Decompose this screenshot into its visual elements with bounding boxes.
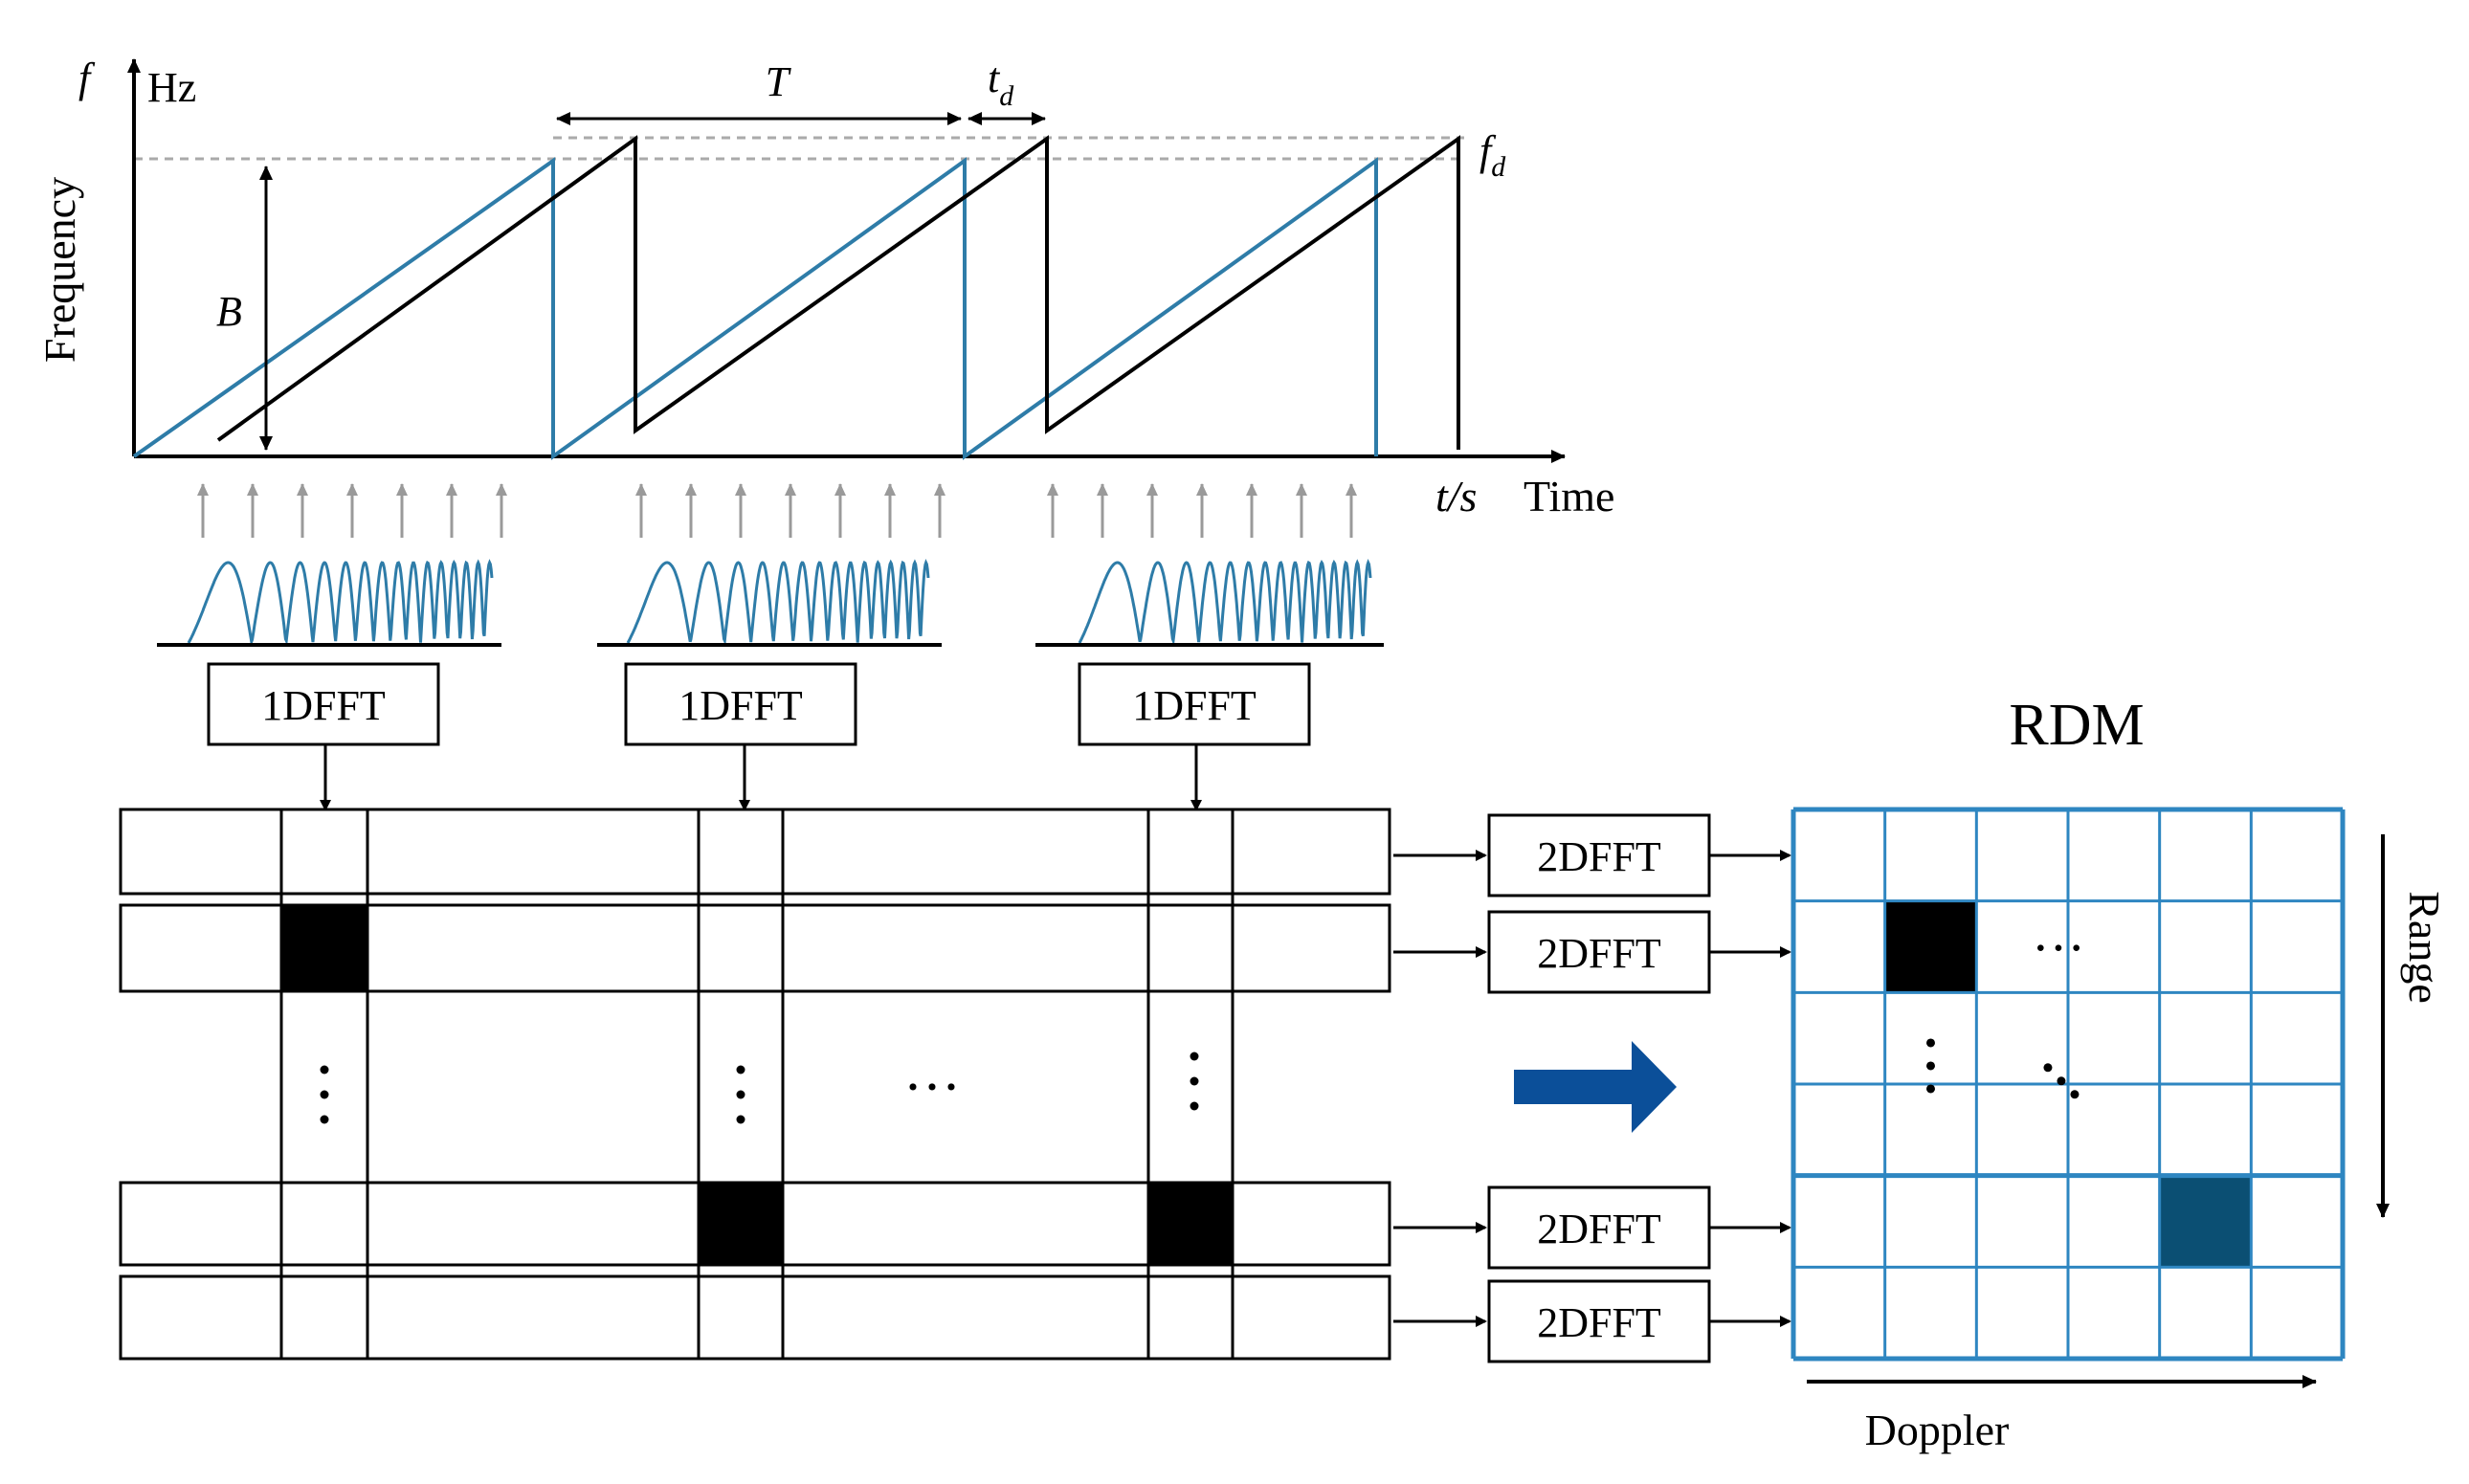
ellipsis-dot xyxy=(736,1115,745,1124)
transmit-chirp-signal xyxy=(132,157,1378,460)
rdm-ellipsis-v-dot xyxy=(1926,1038,1935,1048)
ellipsis-dot xyxy=(736,1065,745,1074)
fft2-box-1 xyxy=(1487,813,1711,897)
time-unit-label: t/s xyxy=(1435,472,1477,521)
beat-signal-3 xyxy=(1078,558,1372,647)
target-cell xyxy=(1148,1183,1233,1265)
range-axis-label: Range xyxy=(2400,891,2449,1004)
beat-signal-1 xyxy=(187,559,494,648)
fft2-box-4 xyxy=(1487,1279,1711,1363)
rdm-target-cell xyxy=(1884,900,1977,993)
matrix-ellipsis: ··· xyxy=(903,1055,961,1119)
sampling-group: 1DFFT 1DFFT 1DFFT xyxy=(157,483,1384,811)
rdm-title: RDM xyxy=(2009,693,2144,758)
fft2-label: 2DFFT xyxy=(1537,1206,1661,1252)
fft2-label: 2DFFT xyxy=(1537,1299,1661,1346)
x-axis-title: Time xyxy=(1524,472,1614,521)
rdm-ellipsis-diag-dot xyxy=(2043,1063,2053,1073)
delay-label: td xyxy=(988,55,1014,112)
target-cell xyxy=(699,1183,783,1265)
target-cell xyxy=(281,905,367,991)
ellipsis-dot xyxy=(1190,1052,1199,1061)
transform-arrow xyxy=(1514,1041,1677,1133)
beat-signal-2 xyxy=(626,558,930,647)
y-axis-title: Frequency xyxy=(35,177,84,363)
rdm-ellipsis-diag-dot xyxy=(2070,1090,2080,1099)
fft2-group: 2DFFT 2DFFT 2DFFT 2DFFT xyxy=(1393,813,1791,1363)
doppler-shift-label: fd xyxy=(1479,127,1506,183)
chirp-row-4 xyxy=(119,1274,1391,1361)
ellipsis-dot xyxy=(320,1090,329,1099)
fmcw-chart: f Hz Frequency T td fd B t/s Time xyxy=(35,55,1614,521)
fft2-label: 2DFFT xyxy=(1537,833,1661,880)
ellipsis-dot xyxy=(1190,1076,1199,1086)
rdm-ellipsis-diag-dot xyxy=(2057,1076,2066,1086)
fft2-label: 2DFFT xyxy=(1537,930,1661,977)
axis-f-label: f xyxy=(78,55,96,101)
fft2-box-3 xyxy=(1487,1185,1711,1270)
axis-hz-label: Hz xyxy=(147,64,196,111)
fft1-label: 1DFFT xyxy=(261,682,386,729)
fft1-box-2 xyxy=(624,662,857,746)
doppler-axis-label: Doppler xyxy=(1865,1406,2010,1454)
fft1-box-1 xyxy=(207,662,440,746)
fft1-label: 1DFFT xyxy=(1132,682,1257,729)
rdm-ellipsis-v-dot xyxy=(1926,1061,1935,1071)
ellipsis-dot xyxy=(736,1090,745,1099)
fft1-box-3 xyxy=(1078,662,1311,746)
fft1-label: 1DFFT xyxy=(678,682,803,729)
ellipsis-dot xyxy=(320,1065,329,1074)
range-doppler-map: ··· xyxy=(1791,807,2346,1362)
chirp-row-1 xyxy=(119,808,1391,896)
receive-chirp-signal xyxy=(216,135,1460,450)
ellipsis-dot xyxy=(320,1115,329,1124)
period-label: T xyxy=(766,58,792,105)
range-matrix: ··· xyxy=(119,808,1391,1361)
bandwidth-label: B xyxy=(216,288,242,335)
rdm-ellipsis-h: ··· xyxy=(2032,919,2085,979)
rdm-ellipsis-v-dot xyxy=(1926,1084,1935,1094)
rdm-target-cell xyxy=(2159,1175,2252,1268)
ellipsis-dot xyxy=(1190,1101,1199,1111)
